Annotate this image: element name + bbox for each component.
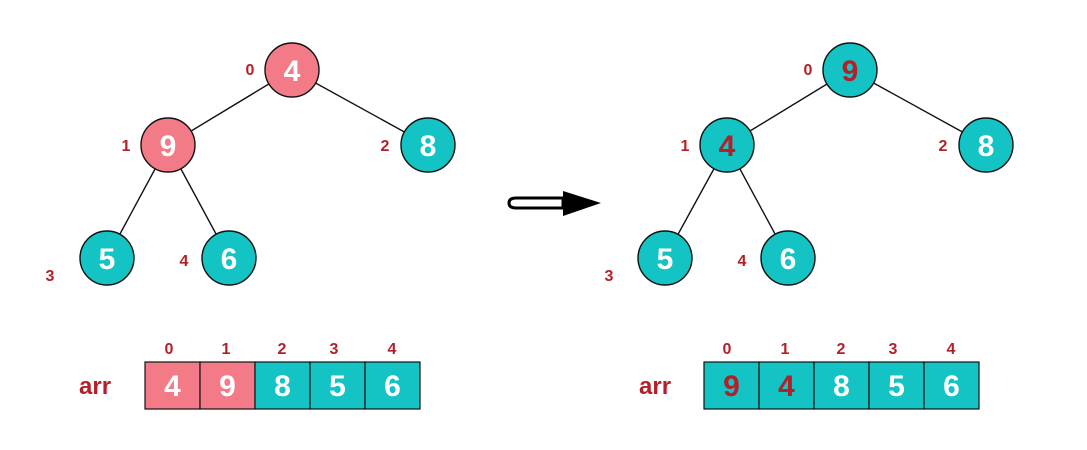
after-array-index-4: 4 [947, 341, 956, 358]
before-node-0-circle [264, 42, 320, 98]
after-array-cell-1: 4 1 [758, 341, 815, 410]
after-array-cell-2-box [813, 361, 870, 410]
before-array-index-2: 2 [278, 341, 287, 358]
before-array-index-4: 4 [388, 341, 397, 358]
before-array-cell-2: 8 2 [254, 341, 311, 410]
before-array-index-3: 3 [330, 341, 339, 358]
after-node-0-circle [822, 42, 878, 98]
after-node-0-index: 0 [804, 62, 813, 79]
before-array-cell-4-value: 6 [384, 370, 401, 403]
before-node-3: 5 3 [46, 230, 135, 286]
before-node-4-circle [201, 230, 257, 286]
before-array-cell-3: 5 3 [309, 341, 366, 410]
after-node-4-circle [760, 230, 816, 286]
after-array-cell-1-box [758, 361, 815, 410]
after-node-3-index: 3 [605, 268, 614, 285]
after-array-cell-4-value: 6 [943, 370, 960, 403]
after-array-cell-4: 6 4 [923, 341, 980, 410]
after-node-4-index: 4 [738, 253, 747, 270]
after-array-cell-2-value: 8 [833, 370, 850, 403]
after-array-index-2: 2 [837, 341, 846, 358]
before-node-1: 9 1 [122, 117, 196, 173]
after-node-0-value: 9 [842, 55, 859, 88]
before-array-index-0: 0 [165, 341, 174, 358]
after-node-3-circle [637, 230, 693, 286]
after-node-1-value: 4 [719, 130, 736, 163]
before-node-3-circle [79, 230, 135, 286]
after-array-cell-3-box [868, 361, 925, 410]
before-node-1-index: 1 [122, 138, 131, 155]
before-array-cell-0-value: 4 [164, 370, 181, 403]
after-array-cell-4-box [923, 361, 980, 410]
before-node-3-index: 3 [46, 268, 55, 285]
after-array-cells: 9 0 4 1 8 2 5 3 6 4 [703, 341, 980, 410]
after-array-cell-0: 9 0 [703, 341, 760, 410]
after-node-0: 9 0 [804, 42, 878, 98]
before-node-0-index: 0 [246, 62, 255, 79]
before-array-cell-2-box [254, 361, 311, 410]
before-array-index-1: 1 [222, 341, 231, 358]
after-node-2-index: 2 [939, 138, 948, 155]
after-array-index-0: 0 [723, 341, 732, 358]
after-node-2-circle [958, 117, 1014, 173]
before-node-1-circle [140, 117, 196, 173]
before-node-2-value: 8 [420, 130, 437, 163]
after-array-cell-2: 8 2 [813, 341, 870, 410]
before-array-cell-3-value: 5 [329, 370, 346, 403]
after-node-1: 4 1 [681, 117, 755, 173]
before-array-cell-2-value: 8 [274, 370, 291, 403]
before-node-4: 6 4 [180, 230, 257, 286]
right-arrow-icon [507, 191, 601, 216]
before-array-cells: 4 0 9 1 8 2 5 3 6 4 [144, 341, 421, 410]
after-array-cell-3-value: 5 [888, 370, 905, 403]
before-array-cell-3-box [309, 361, 366, 410]
before-node-4-value: 6 [221, 243, 238, 276]
after-node-3: 5 3 [605, 230, 693, 286]
after-node-1-index: 1 [681, 138, 690, 155]
after-node-3-value: 5 [657, 243, 674, 276]
after-node-4: 6 4 [738, 230, 816, 286]
before-node-0: 4 0 [246, 42, 320, 98]
after-node-2: 8 2 [939, 117, 1014, 173]
before-array-cell-1: 9 1 [199, 341, 256, 410]
after-array-cell-1-value: 4 [778, 370, 795, 403]
after-array-index-3: 3 [889, 341, 898, 358]
before-node-2: 8 2 [381, 117, 456, 173]
after-node-4-value: 6 [780, 243, 797, 276]
before-node-2-index: 2 [381, 138, 390, 155]
before-array-cell-4: 6 4 [364, 341, 421, 410]
after-node-1-circle [699, 117, 755, 173]
after-array-label: arr [639, 373, 671, 400]
after-node-2-value: 8 [978, 130, 995, 163]
before-array-cell-0-box [144, 361, 201, 410]
before-array-cell-0: 4 0 [144, 341, 201, 410]
before-array-cell-4-box [364, 361, 421, 410]
before-array-label: arr [79, 373, 111, 400]
before-node-2-circle [400, 117, 456, 173]
after-array-cell-3: 5 3 [868, 341, 925, 410]
before-node-0-value: 4 [284, 55, 301, 88]
before-array-cell-1-value: 9 [219, 370, 236, 403]
before-node-3-value: 5 [99, 243, 116, 276]
before-node-1-value: 9 [160, 130, 177, 163]
after-array-index-1: 1 [781, 341, 790, 358]
after-array-cell-0-value: 9 [723, 370, 740, 403]
before-node-4-index: 4 [180, 253, 189, 270]
